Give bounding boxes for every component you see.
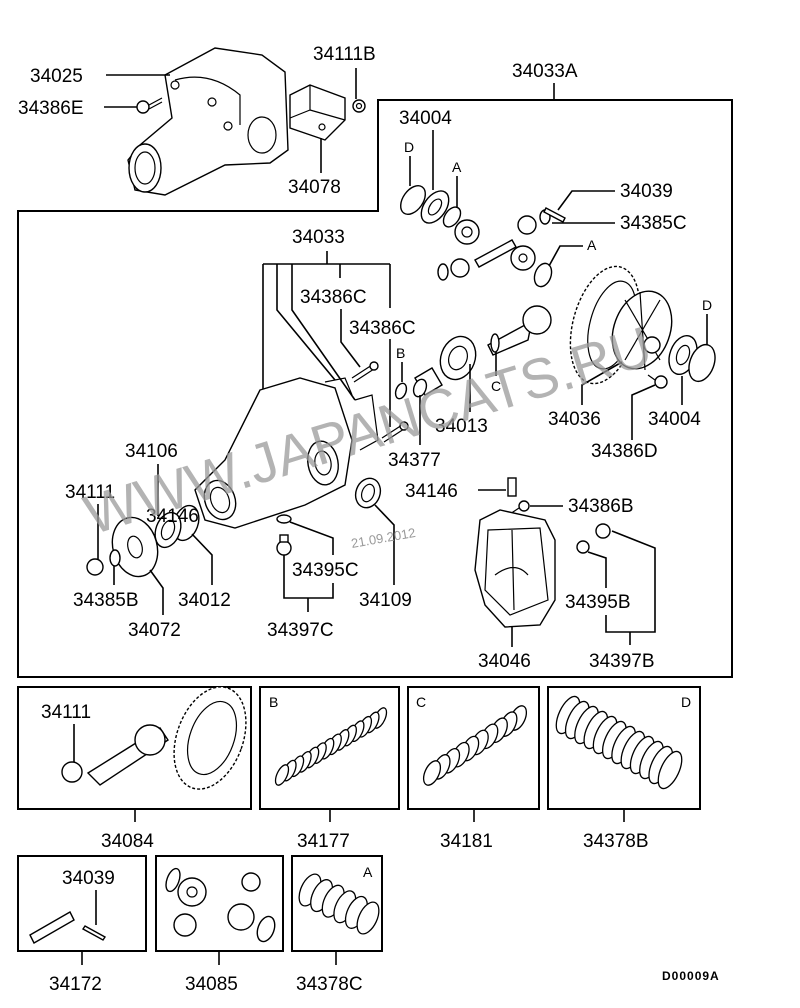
plug-34395B[interactable] (576, 523, 611, 554)
bolt-34386B[interactable] (509, 500, 530, 515)
kit-34181[interactable]: C 34181 (407, 686, 540, 852)
ref-D-2: D (702, 297, 712, 313)
label-34111[interactable]: 34111 (65, 482, 115, 503)
assembly-frame-34033A (17, 99, 733, 678)
shim-B[interactable] (394, 382, 409, 400)
label-34385C[interactable]: 34385C (620, 213, 687, 234)
label-34039[interactable]: 34039 (620, 181, 673, 202)
shim-stack-C-icon (422, 705, 528, 786)
label-34385B[interactable]: 34385B (73, 590, 139, 611)
shim-ring (422, 760, 442, 786)
kit-34085[interactable]: 34085 (155, 855, 284, 995)
label-34386B[interactable]: 34386B (568, 496, 634, 517)
label-34377[interactable]: 34377 (388, 450, 441, 471)
cover-34046[interactable] (474, 509, 556, 628)
label-34033[interactable]: 34033 (292, 227, 345, 248)
shim-ring (274, 764, 290, 786)
ref-C-kit: C (416, 694, 426, 710)
watermark-date: 21.09.2012 (350, 525, 417, 551)
label-34033A[interactable]: 34033A (512, 61, 578, 82)
bolts-34386C[interactable] (351, 361, 409, 443)
nut-34111[interactable] (86, 558, 104, 576)
ref-A-2: A (587, 237, 597, 253)
ref-D-1: D (404, 139, 414, 155)
label-34004-top[interactable]: 34004 (399, 108, 452, 129)
ref-B: B (396, 345, 405, 361)
kit-34172[interactable]: 34039 34172 (17, 855, 147, 995)
label-34397B[interactable]: 34397B (589, 651, 655, 672)
label-34072[interactable]: 34072 (128, 620, 181, 641)
label-34386C-1[interactable]: 34386C (300, 287, 367, 308)
shim-stack-B-icon (274, 707, 388, 786)
spacer-34377[interactable] (411, 367, 443, 399)
kit-34172-inner-label: 34039 (62, 868, 115, 889)
kit-34177[interactable]: B 34177 (259, 686, 400, 852)
pinion-bearing-34012[interactable] (151, 502, 204, 551)
label-34036[interactable]: 34036 (548, 409, 601, 430)
label-34078[interactable]: 34078 (288, 177, 341, 198)
label-34386E[interactable]: 34386E (18, 98, 84, 119)
shim-ring (356, 901, 380, 935)
shim-stack-D-icon (555, 695, 683, 790)
label-34386C-2[interactable]: 34386C (349, 318, 416, 339)
kit-34378C-part: 34378C (296, 974, 363, 995)
label-34395B[interactable]: 34395B (565, 592, 631, 613)
carrier-34033[interactable] (194, 377, 379, 529)
bracket-34078[interactable] (289, 84, 346, 141)
shim-ring (657, 750, 683, 790)
label-34106[interactable]: 34106 (125, 441, 178, 462)
label-34046[interactable]: 34046 (478, 651, 531, 672)
label-34013[interactable]: 34013 (435, 416, 488, 437)
bolt-34386D[interactable] (647, 374, 668, 389)
kit-34378B-part: 34378B (583, 831, 649, 852)
label-34395C[interactable]: 34395C (292, 560, 359, 581)
ref-C: C (491, 378, 501, 394)
housing-34025[interactable] (127, 47, 289, 196)
label-34386D[interactable]: 34386D (591, 441, 658, 462)
shim-stack-A-icon (298, 873, 380, 935)
label-34012[interactable]: 34012 (178, 590, 231, 611)
bearing-34013[interactable] (435, 332, 482, 385)
plug-34395C[interactable] (276, 514, 292, 556)
side-gears[interactable] (437, 207, 566, 289)
kit-34084[interactable]: 34111 34084 (17, 677, 259, 852)
label-34025[interactable]: 34025 (30, 66, 83, 87)
label-34004-right[interactable]: 34004 (648, 409, 701, 430)
label-34146[interactable]: 34146 (146, 506, 199, 527)
kit-34177-part: 34177 (297, 831, 350, 852)
kit-34085-part: 34085 (185, 974, 238, 995)
bolt-34386E[interactable] (136, 97, 163, 114)
kit-34181-part: 34181 (440, 831, 493, 852)
kit-34084-part: 34084 (101, 831, 154, 852)
diagram-code: D00009A (662, 969, 720, 983)
ref-D-kit: D (681, 694, 691, 710)
ref-B-kit: B (269, 694, 278, 710)
label-34397C[interactable]: 34397C (267, 620, 334, 641)
kit-34378C[interactable]: A 34378C (291, 855, 383, 995)
washer-34385B[interactable] (109, 549, 121, 567)
bearing-34004-left[interactable] (396, 181, 464, 230)
differential-case-34036[interactable] (559, 259, 682, 391)
pinion-gear[interactable] (487, 305, 552, 356)
nut-34111B[interactable] (352, 99, 366, 113)
oil-seal-34109[interactable] (352, 475, 385, 511)
breather-34146[interactable] (507, 477, 517, 497)
kit-34378B[interactable]: D 34378B (547, 686, 701, 852)
kit-34084-inner-label: 34111 (41, 702, 91, 723)
label-34146[interactable]: 34146 (405, 481, 458, 502)
label-34111B[interactable]: 34111B (313, 44, 376, 65)
kit-34172-part: 34172 (49, 974, 102, 995)
bearing-34004-right[interactable] (664, 332, 720, 385)
label-34109[interactable]: 34109 (359, 590, 412, 611)
ref-A-1: A (452, 159, 462, 175)
ref-A-kit: A (363, 864, 373, 880)
